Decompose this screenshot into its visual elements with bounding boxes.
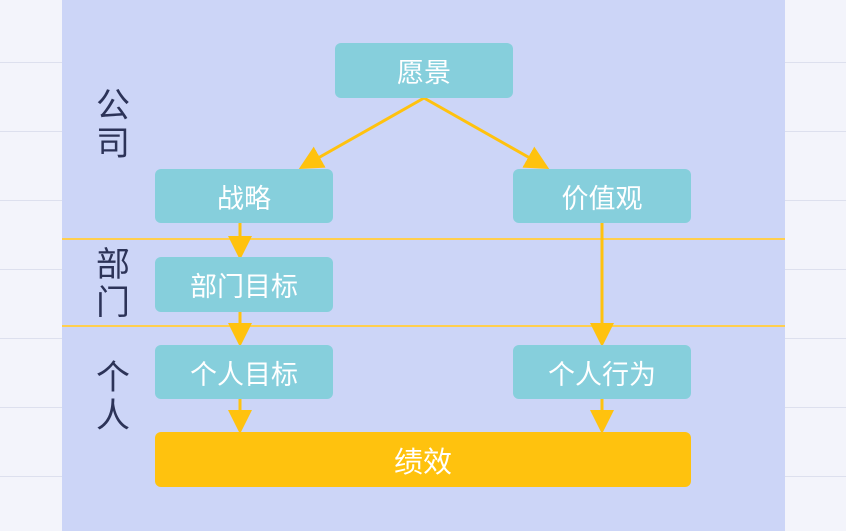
node-performance: 绩效 (155, 432, 691, 487)
node-personal-behavior: 个人行为 (513, 345, 691, 399)
level-label-company: 公司 (89, 87, 130, 163)
node-department-goals: 部门目标 (155, 257, 333, 312)
level-label-individual: 个人 (89, 359, 130, 435)
arrow-vision-to-values (423, 96, 550, 169)
node-strategy: 战略 (155, 169, 333, 223)
level-divider-company-department (62, 238, 785, 240)
node-values: 价值观 (513, 169, 691, 223)
arrow-vision-to-strategy (298, 96, 425, 169)
node-vision: 愿景 (335, 43, 513, 98)
level-label-department: 部门 (89, 246, 130, 322)
node-personal-goals: 个人目标 (155, 345, 333, 399)
level-divider-department-individual (62, 325, 785, 327)
